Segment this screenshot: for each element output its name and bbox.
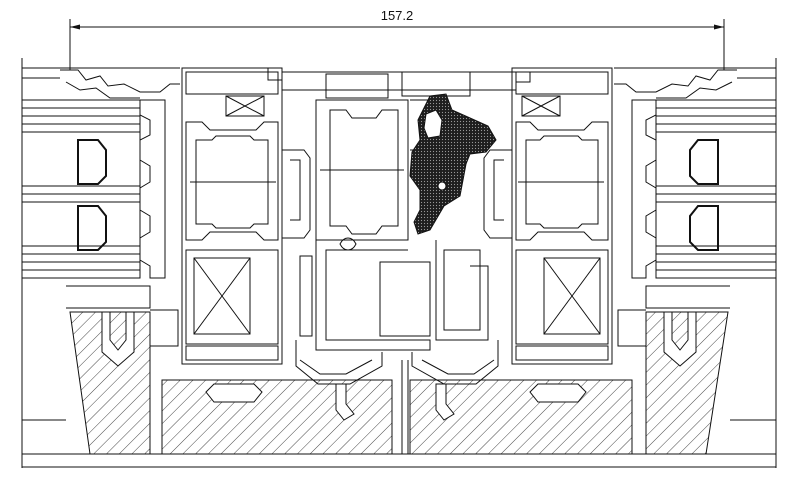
dimension-label: 157.2 — [381, 8, 414, 23]
glazing-bead-icon — [631, 99, 657, 279]
right-insulation-block — [409, 285, 730, 455]
left-sash-profile — [181, 67, 311, 365]
center-gasket-icon — [409, 93, 497, 235]
glazing-spacer-icon — [77, 205, 107, 251]
dimension-arrow-left-icon — [70, 24, 80, 30]
insulation-hatch-icon — [645, 311, 729, 455]
thermal-break-box-icon — [543, 257, 601, 335]
right-sash-profile — [483, 67, 613, 365]
glazing-bead-icon — [139, 99, 166, 279]
thermal-break-box-icon — [521, 95, 561, 117]
glazing-spacer-icon — [689, 139, 719, 185]
dimension-arrow-right-icon — [714, 24, 724, 30]
glazing-spacer-icon — [689, 205, 719, 251]
bottom-connectors — [295, 340, 499, 454]
left-insulation-block — [66, 285, 393, 455]
glazing-spacer-icon — [77, 139, 107, 185]
central-mullion — [267, 68, 531, 351]
right-glazing-bead — [614, 69, 737, 279]
dimension-group: 157.2 — [69, 8, 725, 70]
left-glazing-unit — [21, 99, 141, 279]
gasket-hole-icon — [437, 181, 447, 191]
thermal-break-box-icon — [193, 257, 251, 335]
left-glazing-bead — [60, 69, 180, 279]
thermal-break-box-icon — [225, 95, 265, 117]
insulation-hatch-icon — [161, 379, 393, 455]
right-glazing-unit — [655, 99, 777, 279]
